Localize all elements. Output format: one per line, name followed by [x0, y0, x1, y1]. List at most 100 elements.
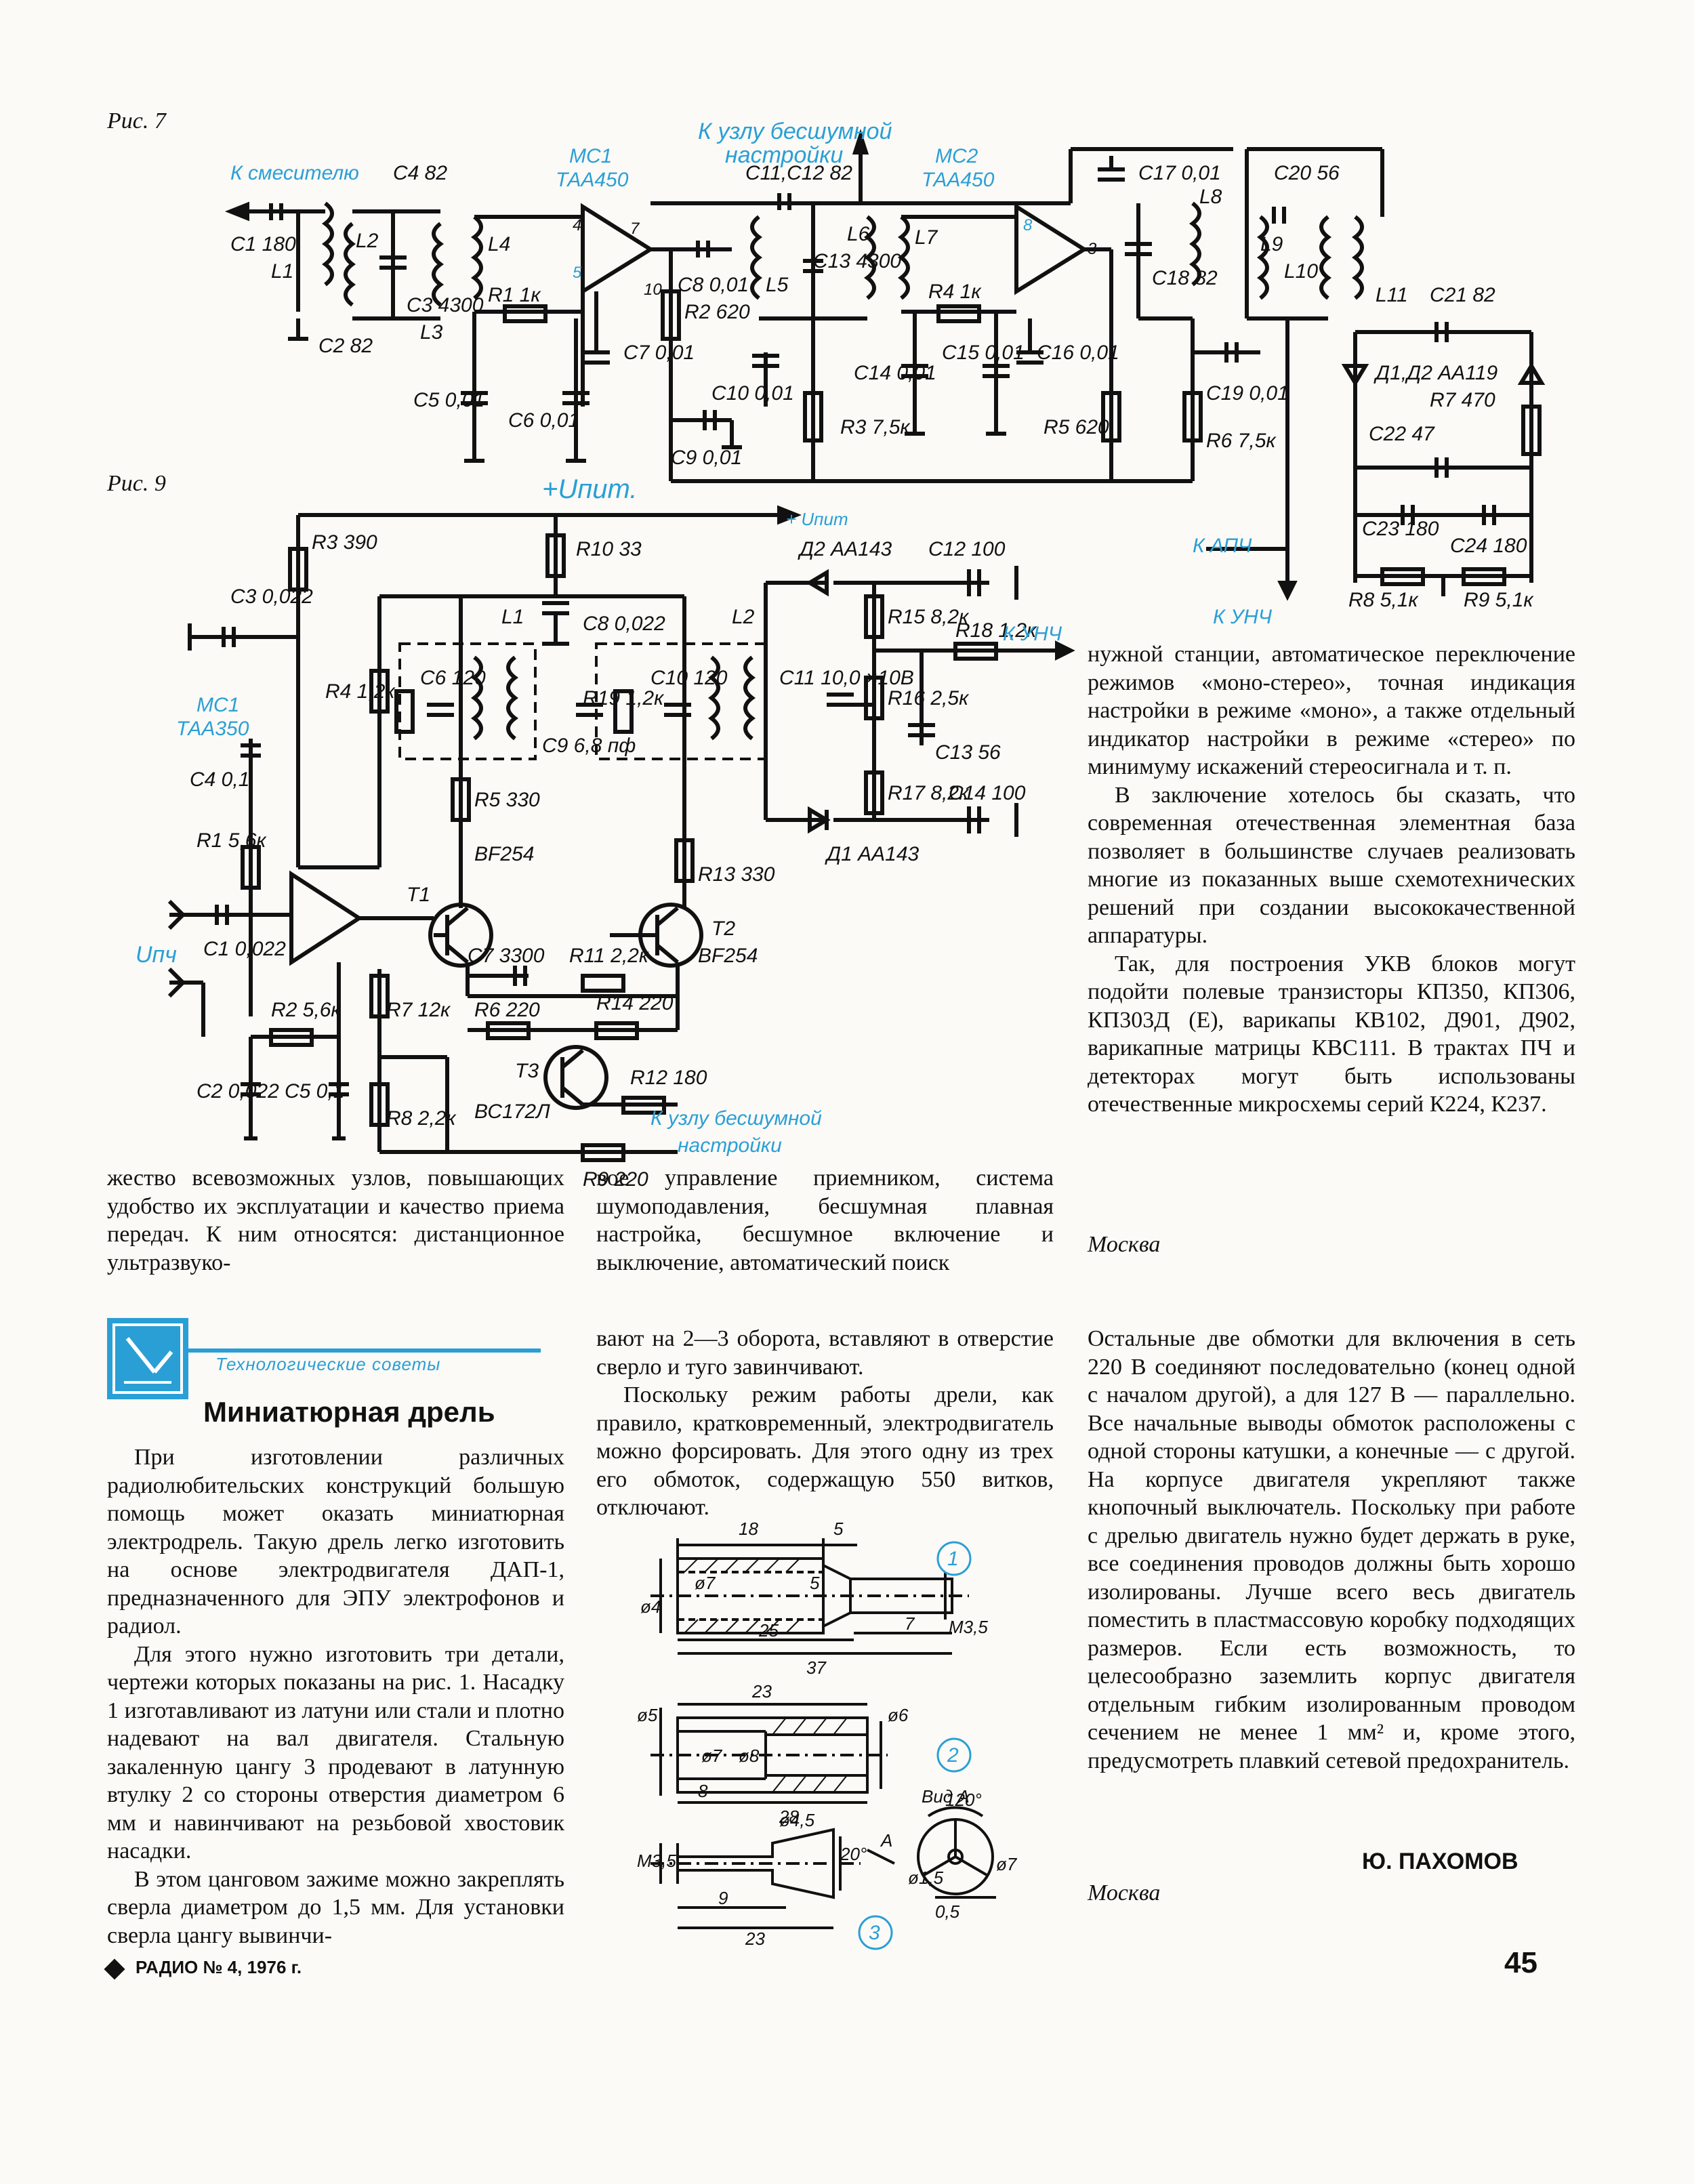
fig7-c10: С10 0,01 [711, 382, 794, 405]
drill-d4: ø4 [640, 1596, 661, 1617]
rubric-title: Технологические советы [215, 1354, 441, 1374]
fig7-r7: R7 470 [1430, 389, 1495, 411]
fig7-r2: R2 620 [684, 301, 750, 323]
fig7-l2: L2 [356, 230, 379, 252]
article1-para-2: В заключение хотелось бы сказать, что со… [1088, 782, 1575, 949]
drill-d5b: 5 [810, 1573, 820, 1593]
fig9-to-quiet2: настройки [678, 1134, 782, 1157]
drill-n3: 3 [869, 1922, 880, 1944]
fig7-c6: С6 0,01 [508, 409, 579, 432]
article1-para-3: Так, для построения УКВ блоков могут под… [1088, 951, 1575, 1117]
fig7-c7: С7 0,01 [623, 342, 695, 364]
fig7-c18: С18 82 [1152, 267, 1218, 289]
fig9-c12: С12 100 [928, 538, 1006, 560]
fig9-r19: R19 1,2к [583, 687, 665, 709]
fig7-c8: С8 0,01 [678, 274, 749, 296]
fig7-r3: R3 7,5к [840, 416, 911, 438]
fig9-l1: L1 [501, 606, 524, 628]
fig7-mc2-type: ТАА450 [922, 169, 995, 191]
drill-phi8: ø8 [739, 1746, 760, 1766]
fig7-c17: С17 0,01 [1138, 162, 1221, 184]
article2-col2-para-2: Поскольку режим работы дрели, как правил… [596, 1382, 1054, 1520]
fig7-c22: С22 47 [1369, 423, 1435, 445]
fig7-l8: L8 [1199, 186, 1222, 208]
drill-m35: М3,5 [949, 1617, 988, 1637]
fig7-c13: С13 4300 [813, 250, 901, 272]
fig7-pin7: 7 [630, 220, 640, 238]
fig7-pin8: 8 [1023, 216, 1033, 234]
fig7-l10: L10 [1284, 260, 1318, 283]
fig9-to-quiet: К узлу бесшумной [650, 1107, 822, 1130]
article2-col1-para-3: В этом цанговом зажиме можно закреплять … [107, 1866, 564, 1948]
drill-vidA: Вид А [922, 1786, 970, 1807]
fig7-c21: С21 82 [1430, 284, 1495, 306]
fig9-r5: R5 330 [474, 789, 540, 811]
fig9-r18: R18 1,2к [955, 619, 1037, 642]
fig9-c2: С2 0,022 [197, 1080, 279, 1103]
fig9-upit: +Uпит. [542, 474, 638, 504]
drill-phi5: ø5 [637, 1705, 658, 1725]
fig7-c11c12: С11,С12 82 [745, 162, 852, 184]
fig7-c2: С2 82 [318, 335, 373, 357]
fig9-bf254-1: BF254 [474, 843, 534, 865]
article2-col2-para-1: вают на 2—3 оборота, вставляют в отверст… [596, 1326, 1054, 1380]
fig9-t3: Т3 [515, 1060, 539, 1082]
drill-phi6: ø6 [888, 1705, 909, 1725]
fig9-r7: R7 12к [386, 999, 451, 1021]
drill-d18: 18 [739, 1519, 758, 1539]
drill-phi15: ø1,5 [908, 1868, 944, 1888]
article1-col2-text: вое управление приемником, система шумоп… [596, 1166, 1054, 1275]
fig9-l2: L2 [732, 606, 755, 628]
article2-city: Москва [1088, 1880, 1161, 1905]
fig7-d1d2: Д1,Д2 АА119 [1373, 362, 1497, 384]
article2-col1-para-2: Для этого нужно изготовить три детали, ч… [107, 1641, 564, 1864]
fig7-l4: L4 [488, 233, 510, 255]
fig7-pin10: 10 [644, 281, 662, 299]
fig9-r2: R2 5,6к [271, 999, 342, 1021]
fig9-c1: С1 0,022 [203, 938, 286, 960]
fig9-t2: Т2 [711, 918, 735, 940]
fig7-c16: С16 0,01 [1037, 342, 1119, 364]
fig9-c14: С14 100 [949, 782, 1026, 804]
fig9-r16: R16 2,5к [888, 687, 970, 709]
article1-city: Москва [1088, 1232, 1161, 1257]
article1-col1-bottom: жество всевозможных узлов, повышающих уд… [107, 1164, 564, 1277]
fig7-l11: L11 [1376, 284, 1408, 306]
drill-phi7c: ø7 [996, 1854, 1018, 1874]
rubric-logo [107, 1318, 188, 1399]
fig7-r4: R4 1к [928, 281, 982, 303]
fig7-mc2: МС2 [935, 145, 978, 167]
fig7-pin4: 4 [573, 216, 581, 234]
drill-m35b: М3,5 [637, 1851, 676, 1871]
fig7-to-mixer: К смесителю [230, 162, 359, 184]
fig7-c19: С19 0,01 [1206, 382, 1289, 405]
fig9-mc1-type: ТАА350 [176, 718, 249, 740]
fig9-r1: R1 5,6к [197, 829, 267, 852]
fig9-c6: С6 120 [420, 667, 486, 689]
fig7-caption: Рис. 7 [107, 108, 166, 133]
fig7-c14: С14 0,01 [854, 362, 936, 384]
fig7-l1: L1 [271, 260, 293, 283]
fig9-mc1: МС1 [197, 694, 239, 716]
fig7-c24: С24 180 [1450, 535, 1527, 557]
drill-d9: 9 [718, 1888, 728, 1908]
fig9-to-ulf: К УНЧ [1003, 623, 1062, 645]
article1-right-column: нужной станции, автоматическое переключе… [1088, 640, 1575, 1119]
fig7-to-quiet-2: настройки [725, 142, 843, 168]
fig9-bc172: ВС172Л [474, 1100, 550, 1123]
fig9-r8: R8 2,2к [386, 1107, 457, 1130]
rubric-line [188, 1348, 541, 1353]
fig9-r15: R15 8,2к [888, 606, 970, 628]
article2-col1: При изготовлении различных радиолюбитель… [107, 1443, 564, 1950]
drill-d7: 7 [905, 1613, 915, 1634]
article2-author: Ю. ПАХОМОВ [1362, 1849, 1519, 1874]
drill-d120: 120° [945, 1790, 982, 1810]
fig7-c3: С3 4300 [407, 294, 484, 316]
article2-col2: вают на 2—3 оборота, вставляют в отверст… [596, 1325, 1054, 1522]
fig7-r5: R5 620 [1044, 416, 1109, 438]
fig7-c4: С4 82 [393, 162, 447, 184]
drill-logo-icon [112, 1323, 183, 1394]
fig9-r12: R12 180 [630, 1067, 707, 1089]
drill-phi7: ø7 [695, 1573, 716, 1593]
